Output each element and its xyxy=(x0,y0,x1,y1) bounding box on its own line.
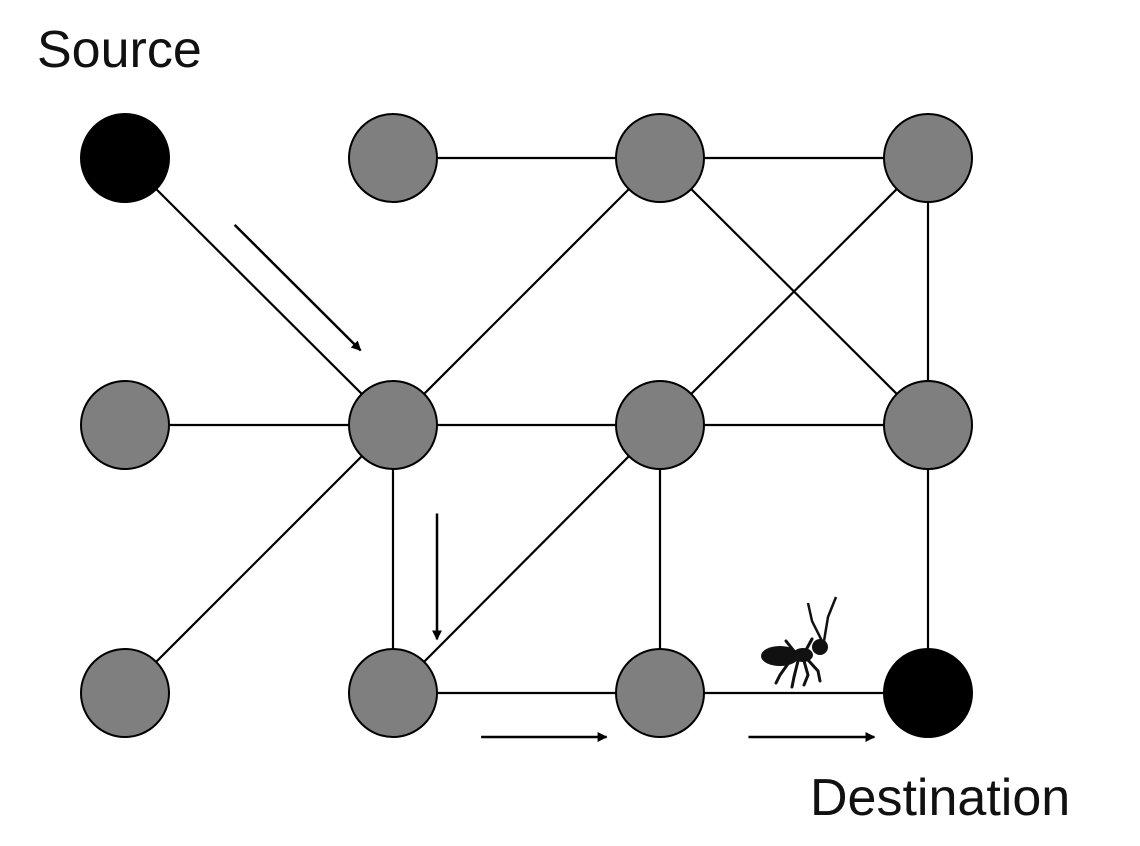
node-r2c2 xyxy=(615,648,705,738)
ant-icon xyxy=(761,596,838,689)
destination-node xyxy=(883,648,973,738)
source-label: Source xyxy=(37,21,202,79)
node-r0c3 xyxy=(883,113,973,203)
path-arrow-r0c0-r1c1 xyxy=(233,223,362,352)
edge-r0c2-r1c1 xyxy=(392,157,661,426)
node-r1c1 xyxy=(348,380,438,470)
node-r1c0 xyxy=(80,380,170,470)
node-r2c0 xyxy=(80,648,170,738)
destination-label: Destination xyxy=(810,769,1071,827)
edge-r1c2-r2c1 xyxy=(392,424,661,694)
edge-r0c0-r1c1 xyxy=(124,157,394,426)
node-r2c1 xyxy=(348,648,438,738)
node-r1c3 xyxy=(883,380,973,470)
edge-r0c3-r1c2 xyxy=(659,157,929,426)
node-r1c2 xyxy=(615,380,705,470)
edges-layer xyxy=(124,156,930,695)
edge-r1c1-r2c0 xyxy=(124,424,394,694)
path-arrows-layer xyxy=(233,223,876,742)
node-r0c1 xyxy=(348,113,438,203)
node-r0c2 xyxy=(615,113,705,203)
nodes-layer xyxy=(80,113,973,738)
source-node xyxy=(80,113,170,203)
